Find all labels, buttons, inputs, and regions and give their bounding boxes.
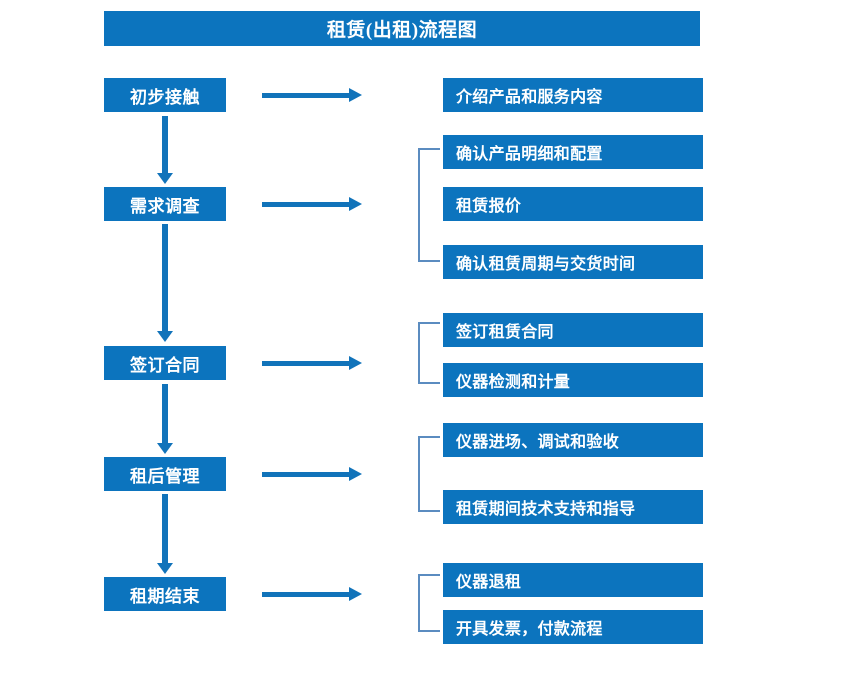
horizontal-arrow-5 xyxy=(262,587,362,601)
vertical-arrow-1-to-2 xyxy=(157,116,173,184)
horizontal-arrow-1 xyxy=(262,88,362,102)
stage-box-4[interactable]: 租后管理 xyxy=(104,457,226,491)
bracket-group-2 xyxy=(418,148,440,262)
stage-box-3[interactable]: 签订合同 xyxy=(104,346,226,380)
bracket-group-3 xyxy=(418,322,440,384)
vertical-arrow-2-to-3 xyxy=(157,224,173,342)
detail-box-5[interactable]: 签订租赁合同 xyxy=(443,313,703,347)
horizontal-arrow-3 xyxy=(262,356,362,370)
stage-box-1[interactable]: 初步接触 xyxy=(104,78,226,112)
detail-box-9[interactable]: 仪器退租 xyxy=(443,563,703,597)
stage-box-5[interactable]: 租期结束 xyxy=(104,577,226,611)
detail-box-4[interactable]: 确认租赁周期与交货时间 xyxy=(443,245,703,279)
horizontal-arrow-2 xyxy=(262,197,362,211)
detail-box-6[interactable]: 仪器检测和计量 xyxy=(443,363,703,397)
bracket-group-5 xyxy=(418,574,440,632)
stage-box-2[interactable]: 需求调查 xyxy=(104,187,226,221)
detail-box-3[interactable]: 租赁报价 xyxy=(443,187,703,221)
detail-box-7[interactable]: 仪器进场、调试和验收 xyxy=(443,423,703,457)
bracket-group-4 xyxy=(418,436,440,512)
detail-box-2[interactable]: 确认产品明细和配置 xyxy=(443,135,703,169)
detail-box-10[interactable]: 开具发票，付款流程 xyxy=(443,610,703,644)
horizontal-arrow-4 xyxy=(262,467,362,481)
page-title: 租赁(出租)流程图 xyxy=(104,11,700,46)
detail-box-8[interactable]: 租赁期间技术支持和指导 xyxy=(443,490,703,524)
detail-box-1[interactable]: 介绍产品和服务内容 xyxy=(443,78,703,112)
vertical-arrow-3-to-4 xyxy=(157,384,173,454)
vertical-arrow-4-to-5 xyxy=(157,494,173,574)
